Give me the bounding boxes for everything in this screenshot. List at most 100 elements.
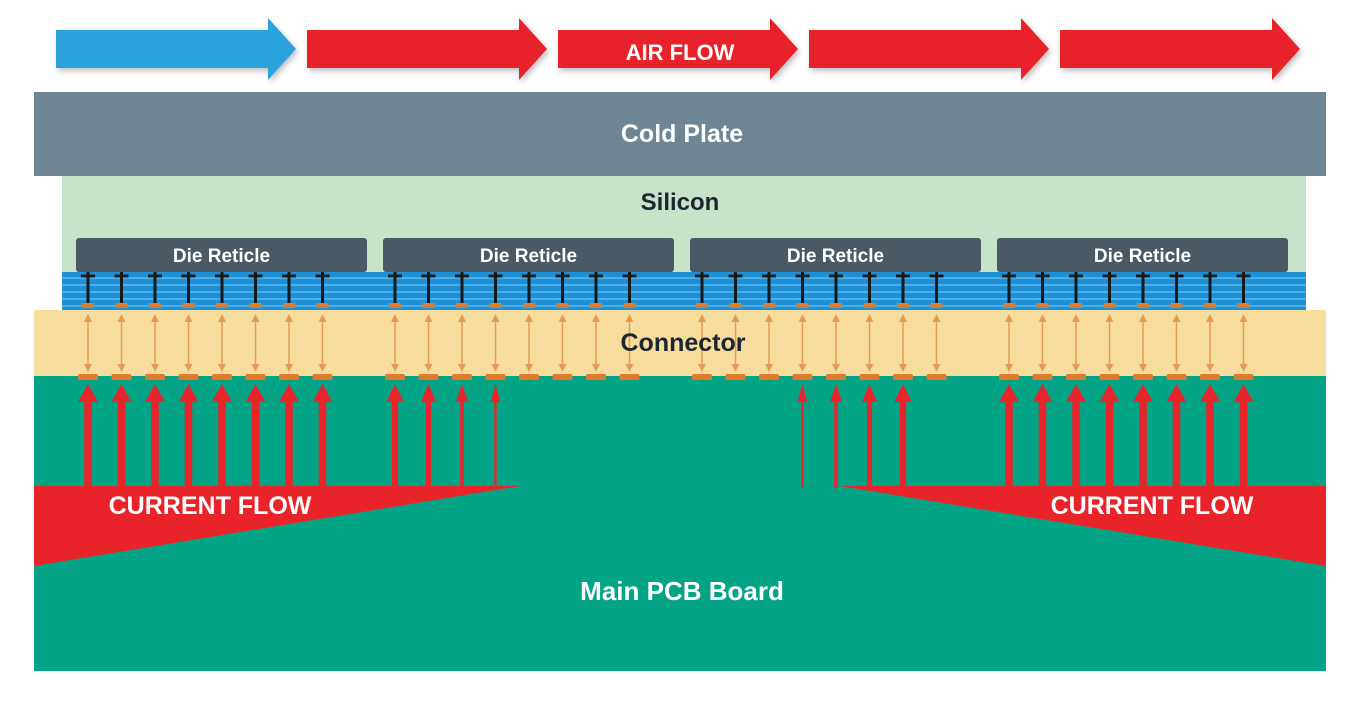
- current-flow-arrowhead: [1133, 384, 1153, 402]
- interposer-layer: [62, 272, 1306, 310]
- connector-arrowhead-up: [318, 314, 327, 322]
- connector-arrowhead-down: [1072, 364, 1080, 372]
- current-flow-arrowhead: [894, 384, 912, 402]
- pcb-pad: [78, 374, 98, 380]
- microbump-pad: [590, 303, 602, 308]
- air-flow-arrow-5-warm: [1060, 18, 1300, 80]
- connector-arrowhead-down: [1206, 364, 1214, 372]
- pcb-pad: [999, 374, 1019, 380]
- connector-arrowhead-down: [285, 364, 293, 372]
- pcb-pad: [279, 374, 299, 380]
- microbump-pad: [696, 303, 708, 308]
- pcb-pad: [1200, 374, 1220, 380]
- pcb-pad: [926, 374, 947, 380]
- pcb-pad: [859, 374, 880, 380]
- pcb-pad: [1233, 374, 1254, 380]
- microbump-pad: [1204, 303, 1216, 308]
- microbump-pad: [82, 303, 94, 308]
- connector-arrowhead-up: [1105, 314, 1114, 322]
- connector-arrowhead-up: [1172, 314, 1181, 322]
- pcb-pad: [212, 374, 232, 380]
- microbump-pad: [389, 303, 401, 308]
- connector-arrowhead-down: [899, 364, 907, 372]
- current-flow-arrowhead: [829, 384, 843, 402]
- microbump-pad: [489, 303, 502, 308]
- microbump-pad: [1137, 303, 1149, 308]
- connector-arrowhead-up: [1139, 314, 1147, 322]
- current-flow-arrowhead: [999, 384, 1019, 402]
- connector-arrowhead-down: [1105, 364, 1114, 372]
- pcb-pad: [725, 374, 746, 380]
- pcb-pad: [519, 374, 539, 380]
- current-flow-arrowhead: [1099, 384, 1120, 402]
- connector-arrowhead-up: [218, 314, 226, 322]
- microbump-pad: [830, 303, 842, 308]
- microbump-pad: [283, 303, 295, 308]
- current-flow-wedge-right: [840, 486, 1326, 566]
- die-reticle-2: [383, 238, 674, 272]
- microbump-pad: [796, 303, 809, 308]
- connector-arrowhead-up: [899, 314, 907, 322]
- connector-arrowhead-up: [424, 314, 433, 322]
- pcb-pad: [552, 374, 573, 380]
- connector-arrowhead-down: [832, 364, 840, 372]
- current-flow-arrowhead: [1200, 384, 1220, 402]
- microbump-pad: [1036, 303, 1049, 308]
- connector-arrowhead-down: [731, 364, 740, 372]
- current-flow-arrowhead: [490, 384, 501, 402]
- pcb-pad: [586, 374, 606, 380]
- current-flow-arrowhead: [1233, 384, 1254, 402]
- current-flow-arrowhead: [178, 384, 199, 402]
- die-reticle-3: [690, 238, 981, 272]
- cold-plate: [34, 92, 1326, 176]
- connector-arrowhead-down: [1005, 364, 1013, 372]
- air-flow-label: AIR FLOW: [626, 40, 735, 65]
- current-flow-arrowhead: [111, 384, 132, 402]
- microbump-pad: [149, 303, 161, 308]
- connector-label: Connector: [621, 329, 746, 357]
- air-flow-arrow-3-warm: [558, 18, 798, 80]
- microbump-pad: [216, 303, 228, 308]
- pcb-pad: [792, 374, 813, 380]
- connector-arrowhead-up: [525, 314, 533, 322]
- microbump-pad: [729, 303, 742, 308]
- connector-arrowhead-up: [832, 314, 840, 322]
- connector-arrowhead-down: [151, 364, 159, 372]
- connector-arrows: [84, 314, 1248, 372]
- main-pcb-board-label: Main PCB Board: [580, 576, 784, 606]
- pcb-pad: [1133, 374, 1153, 380]
- microbump-pad: [1237, 303, 1250, 308]
- pcb-pad: [692, 374, 712, 380]
- die-reticle-label-3: Die Reticle: [787, 246, 884, 267]
- current-flow-wedge-left: [34, 486, 520, 566]
- air-flow-arrow-4-warm: [809, 18, 1049, 80]
- connector-arrowhead-up: [285, 314, 293, 322]
- connector-arrowhead-down: [458, 364, 466, 372]
- connector-arrowhead-up: [865, 314, 874, 322]
- connector-arrowhead-down: [1172, 364, 1181, 372]
- air-flow-arrows: [56, 18, 1300, 80]
- microbump-pad: [1103, 303, 1116, 308]
- connector-arrowhead-down: [391, 364, 399, 372]
- connector-arrowhead-up: [698, 314, 706, 322]
- current-flow-arrowhead: [78, 384, 98, 402]
- microbump-pad: [930, 303, 943, 308]
- connector-arrowhead-up: [558, 314, 567, 322]
- connector-arrowhead-down: [592, 364, 600, 372]
- connector-arrowhead-up: [798, 314, 807, 322]
- connector-arrowhead-up: [765, 314, 773, 322]
- silicon-label: Silicon: [641, 189, 720, 216]
- connector-arrowhead-down: [765, 364, 773, 372]
- connector-arrowhead-down: [491, 364, 500, 372]
- connector-arrowhead-up: [1038, 314, 1047, 322]
- current-flow-arrowhead: [1166, 384, 1187, 402]
- connector-arrowhead-up: [251, 314, 260, 322]
- connector-arrowhead-down: [1038, 364, 1047, 372]
- connector-arrowhead-up: [84, 314, 92, 322]
- microbump-pad: [182, 303, 195, 308]
- current-flow-arrowhead: [1066, 384, 1086, 402]
- connector-arrowhead-up: [117, 314, 126, 322]
- pcb-pad: [111, 374, 132, 380]
- pcb-pad: [312, 374, 333, 380]
- connector-arrowhead-up: [932, 314, 941, 322]
